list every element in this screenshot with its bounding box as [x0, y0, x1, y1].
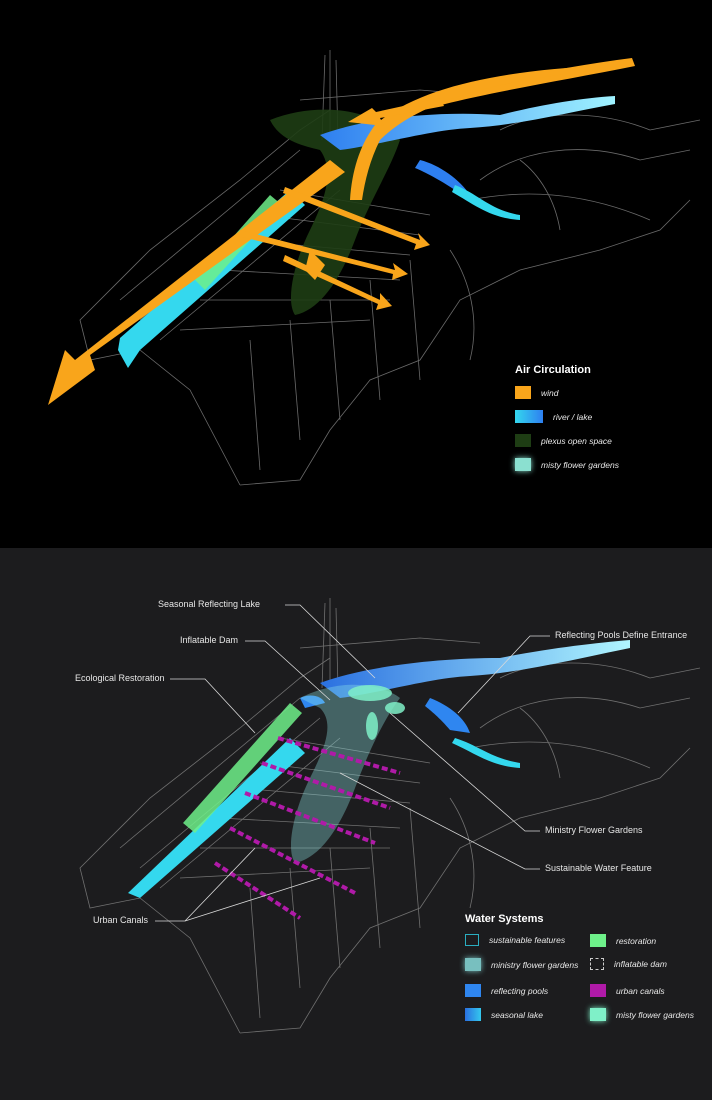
water-legend-ministry: ministry flower gardens	[465, 958, 578, 971]
air-circulation-panel: Air Circulation wind river / lake plexus…	[0, 0, 712, 548]
restoration-swatch	[590, 934, 606, 947]
water-legend: Water Systems	[465, 913, 543, 925]
ministry-flower-garden	[290, 684, 400, 863]
callout-leaders	[155, 604, 550, 922]
water-systems-panel: Seasonal Reflecting Lake Inflatable Dam …	[0, 548, 712, 1100]
restoration-strip	[183, 703, 302, 833]
air-legend-label: plexus open space	[541, 435, 612, 446]
water-legend-label: restoration	[616, 935, 657, 946]
plexus-swatch	[515, 434, 531, 447]
dam-swatch	[590, 958, 604, 970]
wind-arrow-leftpoint	[348, 98, 444, 126]
water-legend-title: Water Systems	[465, 913, 544, 925]
canals-swatch	[590, 984, 606, 997]
water-legend-label: urban canals	[616, 985, 665, 996]
air-legend-label: river / lake	[553, 411, 593, 422]
misty-swatch	[590, 1008, 606, 1021]
seasonal-lake	[320, 640, 630, 698]
river-swatch	[515, 410, 543, 423]
reflecting-pool-west	[300, 695, 325, 708]
callout-inflatable-dam: Inflatable Dam	[180, 635, 239, 645]
callout-ministry-gardens: Ministry Flower Gardens	[545, 825, 643, 835]
wind-arrow-top	[392, 58, 635, 120]
water-legend-misty: misty flower gardens	[590, 1008, 694, 1021]
water-legend-restoration: restoration	[590, 934, 656, 947]
wind-arrow-e1	[283, 187, 430, 250]
air-legend-plexus: plexus open space	[515, 434, 612, 447]
callout-urban-canals: Urban Canals	[93, 915, 149, 925]
water-systems-map	[79, 598, 701, 1034]
river-lake-channel	[452, 185, 520, 220]
canal-channel	[452, 738, 520, 768]
wind-arrow-curve	[350, 66, 600, 200]
callout-ecological-restoration: Ecological Restoration	[75, 673, 165, 683]
air-circulation-map	[48, 50, 701, 486]
misty-flower-gardens	[348, 685, 405, 740]
reflecting-pool	[425, 698, 470, 733]
water-legend-seasonal: seasonal lake	[465, 1008, 543, 1021]
water-legend-label: reflecting pools	[491, 985, 549, 996]
wind-arrows	[48, 58, 635, 405]
water-legend-sustainable: sustainable features	[465, 934, 565, 946]
wind-arrow-e2	[238, 230, 408, 280]
callout-seasonal-lake: Seasonal Reflecting Lake	[158, 599, 261, 609]
air-legend-wind: wind	[515, 386, 558, 399]
seasonal-swatch	[465, 1008, 481, 1021]
water-legend-reflecting: reflecting pools	[465, 984, 548, 997]
water-legend-label: inflatable dam	[614, 959, 667, 969]
urban-canal-3	[244, 791, 376, 845]
misty-swatch	[515, 458, 531, 471]
water-legend-label: sustainable features	[489, 935, 566, 945]
air-legend-title: Air Circulation	[515, 364, 591, 376]
water-legend-dam: inflatable dam	[590, 958, 667, 970]
callout-sustainable-water: Sustainable Water Feature	[545, 863, 652, 873]
air-legend-river: river / lake	[515, 410, 592, 423]
river-ribbon	[128, 738, 305, 898]
reflecting-swatch	[465, 984, 481, 997]
air-legend: Air Circulation	[515, 364, 591, 376]
urban-canals	[213, 736, 401, 920]
wind-swatch	[515, 386, 531, 399]
wind-arrow-e4	[305, 250, 325, 280]
water-legend-label: seasonal lake	[491, 1009, 543, 1020]
air-legend-label: misty flower gardens	[541, 459, 619, 470]
callout-reflecting-pools: Reflecting Pools Define Entrance	[555, 630, 688, 640]
sustainable-swatch	[465, 934, 479, 946]
water-legend-canals: urban canals	[590, 984, 665, 997]
urban-canal-5	[213, 861, 302, 920]
air-legend-label: wind	[541, 387, 559, 398]
wind-arrow-main	[48, 160, 345, 405]
urban-canal-2	[261, 761, 391, 810]
urban-canal-4	[229, 826, 356, 895]
urban-canal-1	[277, 736, 401, 775]
water-legend-label: misty flower gardens	[616, 1009, 694, 1020]
river-lake	[320, 96, 615, 150]
air-legend-misty: misty flower gardens	[515, 458, 619, 471]
ministry-swatch	[465, 958, 481, 971]
water-legend-label: ministry flower gardens	[491, 959, 579, 970]
